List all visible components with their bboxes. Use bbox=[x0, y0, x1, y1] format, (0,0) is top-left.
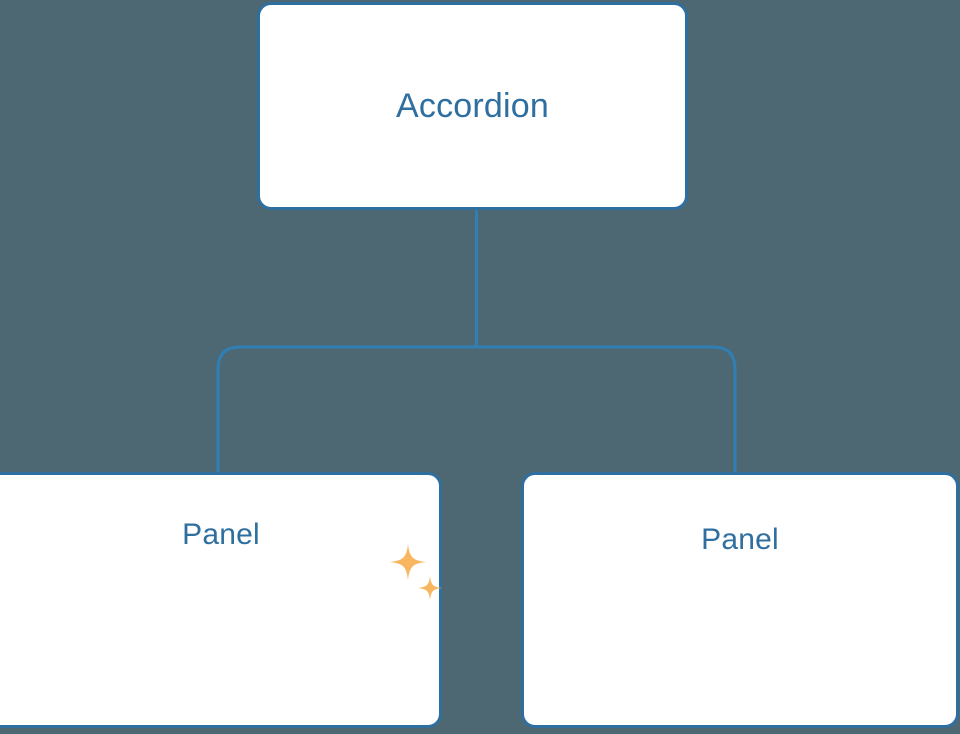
node-accordion[interactable]: Accordion bbox=[257, 2, 688, 210]
node-panel-active[interactable]: Panel bbox=[0, 472, 442, 728]
node-title: Accordion bbox=[396, 87, 549, 125]
connector-edge-left bbox=[216, 345, 477, 474]
connector-edge-right bbox=[476, 345, 737, 474]
node-panel-inactive[interactable]: Panel bbox=[521, 472, 959, 728]
node-title: Panel bbox=[182, 518, 260, 551]
node-title: Panel bbox=[701, 523, 779, 556]
